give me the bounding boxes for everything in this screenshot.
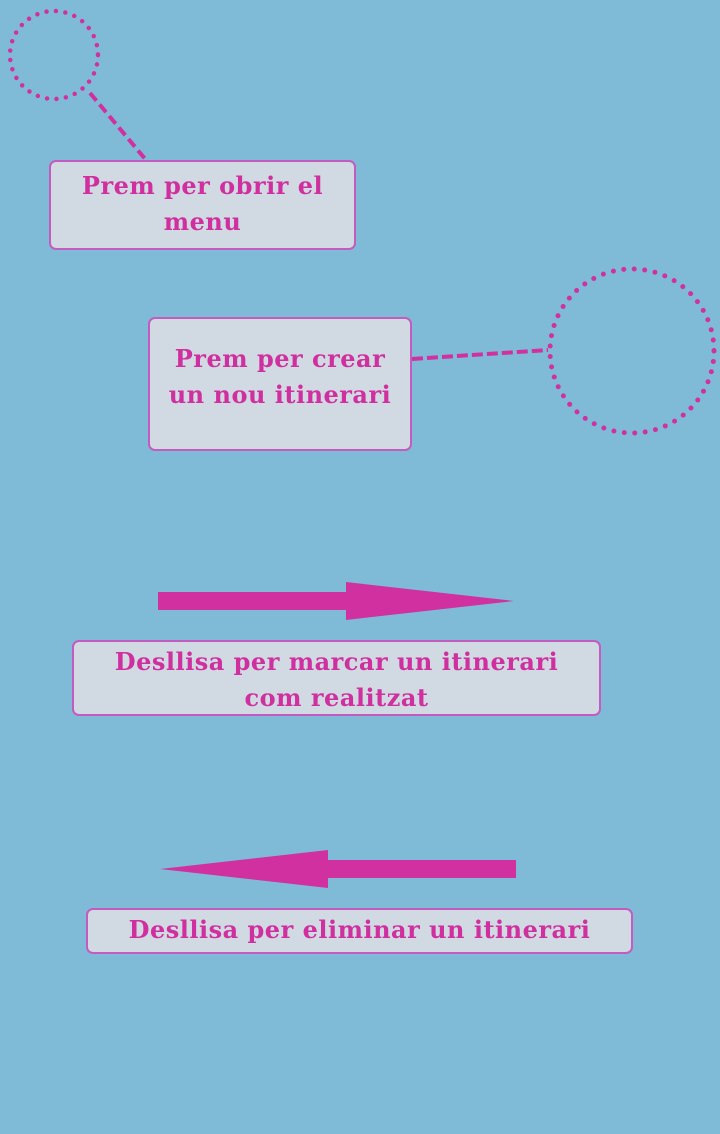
add-pointer-line — [411, 348, 549, 361]
swipe-left-arrow-icon — [160, 850, 516, 888]
tip-open-menu-line-2: menu — [163, 207, 242, 236]
tip-new-itinerary-line-2: un nou itinerari — [168, 380, 392, 409]
swipe-right-arrow-icon — [158, 582, 514, 620]
tip-swipe-mark-done: Desllisa per marcar un itinerari com rea… — [72, 640, 601, 716]
tip-open-menu-line-1: Prem per obrir el — [81, 171, 324, 200]
tip-new-itinerary-line-1: Prem per crear — [174, 344, 386, 373]
menu-target-highlight-icon — [7, 8, 101, 102]
tip-open-menu: Prem per obrir el menu — [49, 160, 356, 250]
tip-new-itinerary: Prem per crear un nou itinerari — [148, 317, 412, 451]
tip-swipe-mark-done-line-1: Desllisa per marcar un itinerari — [114, 647, 559, 676]
menu-pointer-line — [88, 91, 148, 162]
tip-swipe-delete-line-1: Desllisa per eliminar un itinerari — [128, 915, 591, 944]
tip-swipe-delete: Desllisa per eliminar un itinerari — [86, 908, 633, 954]
tip-swipe-mark-done-line-2: com realitzat — [244, 683, 429, 712]
add-target-highlight-icon — [547, 266, 717, 436]
